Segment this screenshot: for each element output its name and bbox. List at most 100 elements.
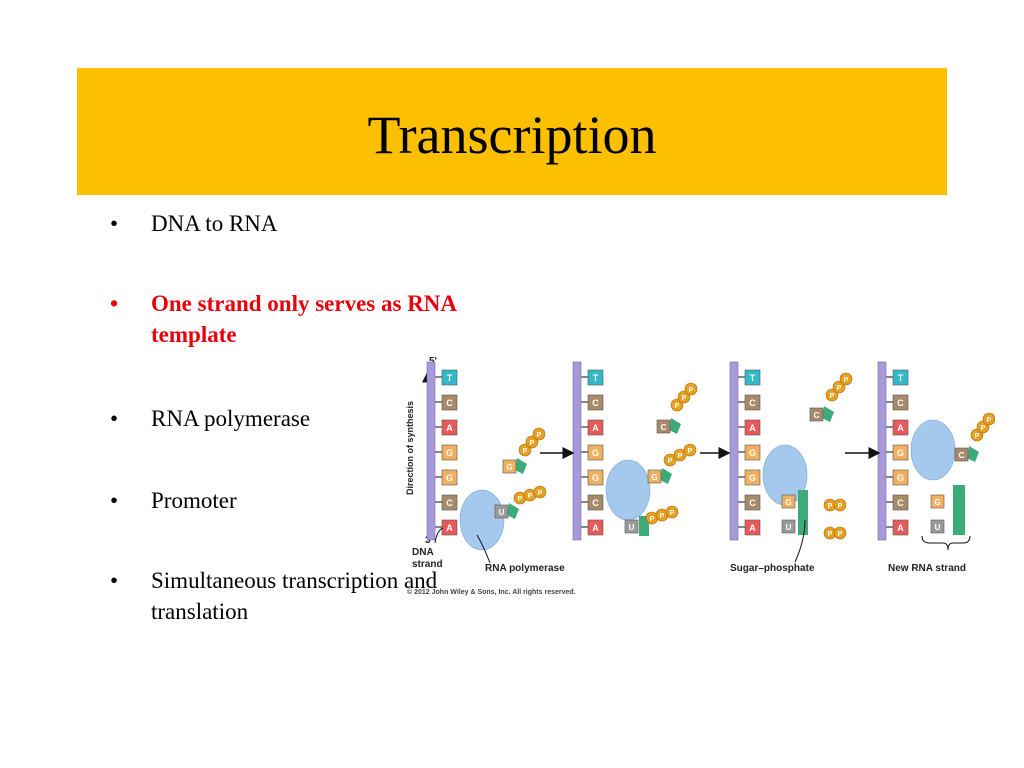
dna-base-letter: A — [446, 523, 453, 533]
phosphate-letter: P — [981, 425, 986, 432]
bullet-text: Simultaneous transcription and translati… — [151, 568, 438, 624]
dna-base — [441, 419, 458, 436]
phosphate-letter: P — [828, 503, 833, 510]
dna-backbone — [729, 361, 739, 541]
dna-base-letter: C — [749, 498, 756, 508]
phosphate-letter: P — [838, 503, 843, 510]
bullet-marker: • — [110, 406, 119, 431]
free-nucleotide — [809, 407, 824, 422]
dna-backbone — [426, 361, 436, 541]
rna-polymerase — [910, 419, 956, 481]
bullet-marker: • — [110, 488, 119, 513]
dna-base — [441, 394, 458, 411]
bullet-item: • Promoter — [110, 485, 237, 516]
rna-base — [930, 494, 945, 509]
free-nucleotide — [494, 504, 509, 519]
phosphate-ball — [663, 453, 677, 467]
bullet-item-emphasis: • One strand only serves as RNA template — [110, 288, 470, 350]
dna-base-letter: A — [897, 423, 904, 433]
free-nucleotide — [954, 447, 969, 462]
bullet-text: DNA to RNA — [151, 211, 278, 236]
phosphate-letter: P — [837, 385, 842, 392]
slide-title: Transcription — [367, 105, 657, 165]
dna-base — [441, 494, 458, 511]
bullet-text: One strand only serves as RNA template — [151, 291, 456, 347]
phosphate-ball — [673, 448, 687, 462]
rna-base — [930, 519, 945, 534]
sugar-shape — [669, 418, 681, 434]
dna-base-letter: G — [897, 448, 904, 458]
phosphate-ball — [518, 443, 532, 457]
phosphate-letter: P — [670, 510, 675, 517]
phosphate-letter: P — [668, 458, 673, 465]
dna-base — [587, 419, 604, 436]
dna-strand-pointer — [434, 527, 444, 544]
dna-base-letter: C — [749, 398, 756, 408]
dna-backbone — [877, 361, 887, 541]
dna-base — [892, 394, 909, 411]
phosphate-letter: P — [830, 393, 835, 400]
dna-base-letter: C — [897, 398, 904, 408]
phosphate-letter: P — [987, 417, 992, 424]
dna-base — [441, 469, 458, 486]
dna-base-letter: A — [592, 523, 599, 533]
rna-base — [624, 519, 639, 534]
dna-base-letter: A — [592, 423, 599, 433]
sugar-shape — [967, 446, 979, 462]
dna-base — [441, 444, 458, 461]
new-rna-strand-label: New RNA strand — [888, 563, 966, 574]
bullet-item: • Simultaneous transcription and transla… — [110, 565, 470, 627]
free-nucleotide-letter: G — [506, 463, 512, 472]
dna-base-letter: G — [592, 448, 599, 458]
phosphate-letter: P — [530, 440, 535, 447]
bullet-item: • RNA polymerase — [110, 403, 310, 434]
phosphate-ball — [532, 427, 546, 441]
dna-base — [744, 369, 761, 386]
rna-polymerase-label: RNA polymerase — [485, 563, 565, 574]
dna-base-letter: T — [593, 373, 599, 383]
dna-base-letter: G — [897, 473, 904, 483]
transcription-diagram-svg: Direction of synthesis 5' 3' TCAGGCATCAG… — [405, 356, 996, 596]
dna-base — [587, 369, 604, 386]
rna-base-letter: U — [786, 523, 792, 532]
five-prime-label: 5' — [429, 356, 437, 367]
dna-base-letter: A — [749, 523, 756, 533]
rna-backbone — [798, 490, 808, 535]
free-nucleotide — [647, 469, 662, 484]
phosphate-ball — [533, 485, 547, 499]
dna-base — [744, 444, 761, 461]
phosphate-letter: P — [518, 496, 523, 503]
dna-base — [587, 494, 604, 511]
phosphate-letter: P — [975, 433, 980, 440]
phosphate-ball — [832, 380, 846, 394]
dna-base — [587, 469, 604, 486]
phosphate-letter: P — [678, 453, 683, 460]
phosphate-letter: P — [682, 395, 687, 402]
bullet-item: • DNA to RNA — [110, 208, 278, 239]
dna-backbone — [572, 361, 582, 541]
free-nucleotide-letter: C — [661, 423, 667, 432]
dna-base — [744, 419, 761, 436]
dna-base — [587, 519, 604, 536]
dna-base — [892, 494, 909, 511]
polymerase-pointer — [476, 534, 491, 564]
dna-base — [587, 394, 604, 411]
bullet-marker: • — [110, 291, 119, 316]
rna-base-letter: G — [934, 498, 940, 507]
phosphate-ball — [670, 398, 684, 412]
dna-base — [441, 519, 458, 536]
free-nucleotide-letter: C — [959, 451, 965, 460]
dna-base-letter: C — [446, 398, 453, 408]
dna-base-letter: A — [897, 523, 904, 533]
dna-base-letter: T — [898, 373, 904, 383]
bullet-marker: • — [110, 568, 119, 593]
phosphate-ball — [683, 443, 697, 457]
rna-base-letter: U — [629, 523, 635, 532]
free-nucleotide-letter: C — [814, 411, 820, 420]
dna-base — [744, 494, 761, 511]
rna-base — [781, 494, 796, 509]
dna-base-letter: G — [446, 473, 453, 483]
sugar-shape — [822, 406, 834, 422]
rna-backbone — [639, 516, 649, 536]
